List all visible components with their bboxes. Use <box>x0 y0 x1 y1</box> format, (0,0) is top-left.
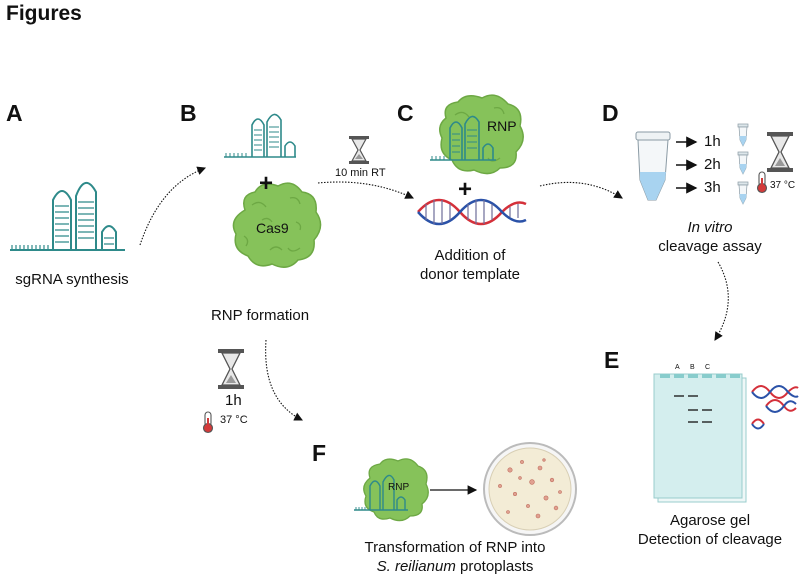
hourglass-icon-d <box>767 132 793 172</box>
small-tubes <box>737 123 749 205</box>
arrow-b-to-c <box>317 181 414 199</box>
caption-f-rest: protoplasts <box>455 558 534 575</box>
panel-letter-a: A <box>6 100 23 126</box>
thermometer-icon-d <box>756 171 768 194</box>
arrow-a-to-b <box>139 166 207 246</box>
caption-f-line1: Transformation of RNP into <box>364 539 546 556</box>
arrow-d-to-e <box>714 261 729 341</box>
panel-letter-c: C <box>397 100 414 126</box>
petri-dish-icon <box>483 442 577 536</box>
lane-label-b: B <box>690 364 695 371</box>
cas9-protein-icon <box>232 182 322 268</box>
plus-sign-c: + <box>458 176 473 203</box>
caption-transformation: Transformation of RNP into S. reilianum … <box>340 538 570 576</box>
cas9-label: Cas9 <box>256 220 289 236</box>
arrow-c-to-d <box>539 181 623 199</box>
caption-c-line1: Addition of <box>434 247 506 264</box>
lane-label-c: C <box>705 364 711 371</box>
rnp-sgrna-icon <box>430 115 496 161</box>
temp-label-d: 37 °C <box>770 180 796 191</box>
reaction-tube-icon <box>635 131 671 201</box>
rnp-label-f: RNP <box>388 482 410 493</box>
page-title: Figures <box>6 2 82 25</box>
panel-letter-f: F <box>312 440 327 466</box>
hourglass-icon <box>349 136 369 164</box>
caption-in-vitro-cleavage: In vitro cleavage assay <box>640 218 780 256</box>
panel-letter-e: E <box>604 347 620 373</box>
time-label-2h: 2h <box>704 156 721 173</box>
panel-letter-d: D <box>602 100 619 126</box>
incubation-37c: 37 °C <box>220 414 248 426</box>
time-label-3h: 3h <box>704 179 721 196</box>
thermometer-icon-bf <box>202 411 214 434</box>
caption-f-species: S. reilianum <box>376 558 456 575</box>
caption-addition-of-donor: Addition of donor template <box>400 246 540 284</box>
sgrna-icon <box>10 182 125 251</box>
time-label-1h: 1h <box>704 133 721 150</box>
dna-double-helix-icon <box>417 198 527 226</box>
caption-e-line1: Agarose gel <box>669 512 751 529</box>
sgrna-icon-small <box>224 113 296 158</box>
caption-d-line1: In vitro <box>687 219 733 236</box>
lane-label-a: A <box>675 364 680 371</box>
caption-agarose-gel: Agarose gel Detection of cleavage <box>630 511 790 549</box>
arrow-b-to-f <box>265 339 303 421</box>
caption-d-line2: cleavage assay <box>658 238 762 255</box>
caption-f-line2: S. reilianum protoplasts <box>340 557 570 576</box>
caption-sgrna-synthesis: sgRNA synthesis <box>15 271 129 288</box>
incubation-1h: 1h <box>225 392 242 409</box>
time-arrows <box>676 136 698 194</box>
rnp-sgrna-icon-f <box>354 474 408 511</box>
plus-sign-b: + <box>259 170 274 197</box>
caption-e-line2: Detection of cleavage <box>637 531 783 548</box>
panel-letter-b: B <box>180 100 197 126</box>
hourglass-icon-bf <box>218 349 244 389</box>
dna-fragment-icons <box>751 385 799 430</box>
rnp-label-c: RNP <box>487 118 517 134</box>
rnp-protein-icon <box>439 94 524 175</box>
incubation-10min-rt: 10 min RT <box>335 167 386 179</box>
caption-c-line2: donor template <box>419 266 521 283</box>
agarose-gel-icon <box>653 373 747 503</box>
caption-rnp-formation: RNP formation <box>210 307 310 324</box>
